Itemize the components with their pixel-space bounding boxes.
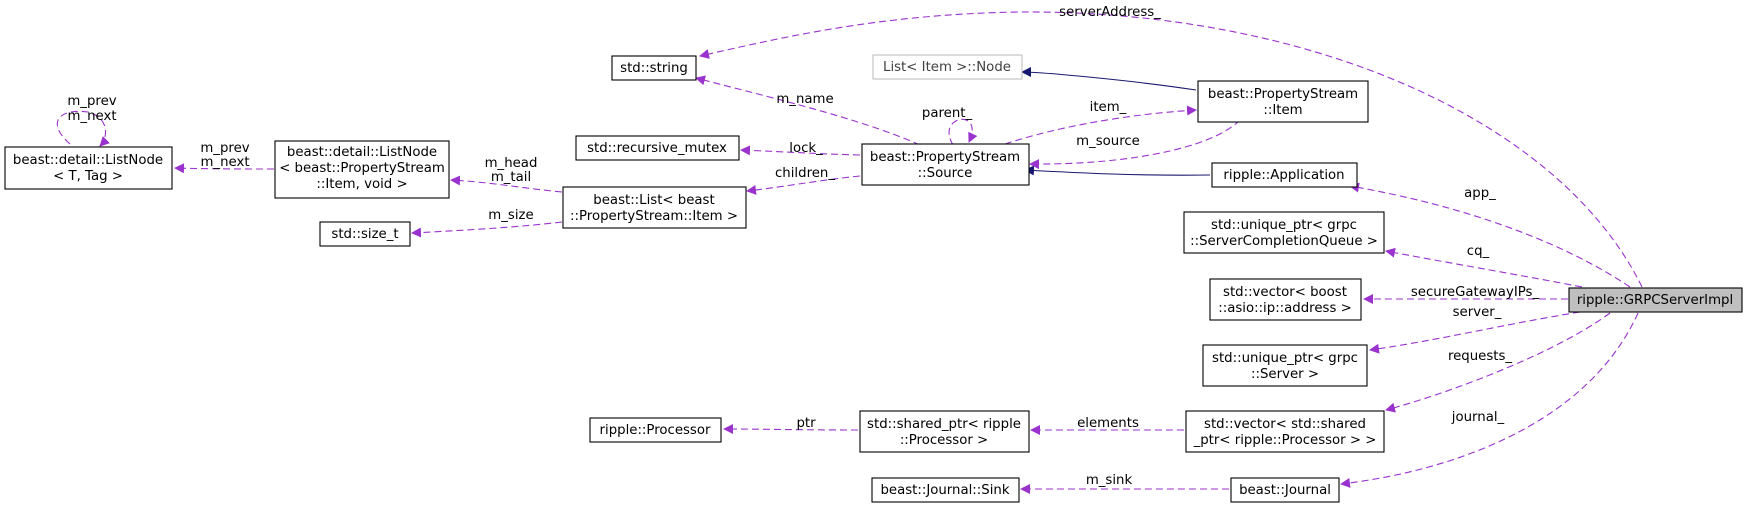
svg-text:std::unique_ptr< grpc: std::unique_ptr< grpc <box>1212 351 1358 366</box>
node-journal-sink[interactable]: beast::Journal::Sink <box>871 477 1020 503</box>
svg-text:std::recursive_mutex: std::recursive_mutex <box>587 141 727 156</box>
edge-label-elements: elements <box>1077 416 1139 431</box>
edge-label-m-size: m_size <box>488 208 533 223</box>
edge-m-size <box>411 221 563 238</box>
svg-text:beast::Journal::Sink: beast::Journal::Sink <box>880 483 1009 498</box>
edge-label-app: app_ <box>1464 186 1496 201</box>
node-property-stream-source[interactable]: beast::PropertyStream ::Source <box>861 143 1030 186</box>
edge-label-head: m_head <box>485 156 538 171</box>
svg-text:< T, Tag >: < T, Tag > <box>53 169 123 184</box>
edge-ps-item-inherits-list-node <box>1021 67 1197 91</box>
edge-app-inherits-source <box>1024 165 1211 176</box>
svg-text:std::shared_ptr< ripple: std::shared_ptr< ripple <box>867 417 1021 432</box>
edge-app <box>1349 182 1631 288</box>
svg-text:::Source: ::Source <box>918 166 973 181</box>
svg-text:std::string: std::string <box>620 61 688 76</box>
node-unique-ptr-server[interactable]: std::unique_ptr< grpc ::Server > <box>1202 344 1368 387</box>
svg-text:::Item: ::Item <box>1263 103 1302 118</box>
edge-label-next: m_next <box>200 155 249 170</box>
node-std-size-t[interactable]: std::size_t <box>319 221 411 247</box>
svg-text:std::size_t: std::size_t <box>331 227 398 242</box>
edge-label-requests: requests_ <box>1448 349 1512 364</box>
edge-m-source <box>1029 119 1241 170</box>
svg-text:beast::List< beast: beast::List< beast <box>593 193 714 208</box>
edge-label-listnode-self-2: m_next <box>67 109 116 124</box>
svg-text:::Processor >: ::Processor > <box>900 433 988 448</box>
edge-label-server-address: serverAddress_ <box>1059 5 1161 20</box>
node-vector-shared-ptr-processor[interactable]: std::vector< std::shared _ptr< ripple::P… <box>1185 410 1385 453</box>
svg-text:beast::Journal: beast::Journal <box>1239 483 1331 498</box>
edge-listnode-self <box>56 110 110 147</box>
svg-text:std::vector< boost: std::vector< boost <box>1223 285 1347 300</box>
edge-label-journal: journal_ <box>1451 410 1505 425</box>
edge-label-secure-gateway-ips: secureGatewayIPs_ <box>1411 285 1540 300</box>
edge-parent-self <box>948 118 978 146</box>
edge-label-children: children_ <box>775 166 835 181</box>
edge-label-m-name: m_name <box>776 92 833 107</box>
svg-text:std::unique_ptr< grpc: std::unique_ptr< grpc <box>1211 218 1357 233</box>
node-ripple-application[interactable]: ripple::Application <box>1211 162 1358 188</box>
svg-text:beast::detail::ListNode: beast::detail::ListNode <box>287 145 437 160</box>
edge-server-address <box>699 11 1643 288</box>
svg-text:ripple::Processor: ripple::Processor <box>600 423 711 438</box>
edge-label-lock: lock_ <box>789 141 823 156</box>
edge-label-cq: cq_ <box>1467 244 1490 259</box>
svg-text:beast::detail::ListNode: beast::detail::ListNode <box>13 153 163 168</box>
svg-text:ripple::Application: ripple::Application <box>1223 168 1344 183</box>
svg-text:beast::PropertyStream: beast::PropertyStream <box>870 150 1020 165</box>
edge-cq <box>1385 247 1583 288</box>
svg-text:_ptr< ripple::Processor > >: _ptr< ripple::Processor > > <box>1193 433 1377 448</box>
node-beast-list[interactable]: beast::List< beast ::PropertyStream::Ite… <box>562 186 747 229</box>
edge-server <box>1369 311 1581 354</box>
node-property-stream-item[interactable]: beast::PropertyStream ::Item <box>1197 80 1369 123</box>
svg-text:::PropertyStream::Item >: ::PropertyStream::Item > <box>570 209 738 224</box>
edge-label-item: item_ <box>1090 100 1127 115</box>
node-grpc-server-impl[interactable]: ripple::GRPCServerImpl <box>1568 287 1743 313</box>
svg-text:List< Item >::Node: List< Item >::Node <box>883 60 1011 75</box>
node-list-item-node: List< Item >::Node <box>872 54 1023 80</box>
node-ripple-processor[interactable]: ripple::Processor <box>589 417 722 443</box>
node-recursive-mutex[interactable]: std::recursive_mutex <box>575 135 740 161</box>
svg-text:ripple::GRPCServerImpl: ripple::GRPCServerImpl <box>1577 293 1733 308</box>
svg-text:::ServerCompletionQueue >: ::ServerCompletionQueue > <box>1190 234 1378 249</box>
node-vector-address[interactable]: std::vector< boost ::asio::ip::address > <box>1209 278 1362 321</box>
edge-label-prev: m_prev <box>200 141 249 156</box>
edge-head-tail <box>450 175 563 193</box>
svg-text:::asio::ip::address >: ::asio::ip::address > <box>1218 301 1352 316</box>
svg-text:< beast::PropertyStream: < beast::PropertyStream <box>279 161 445 176</box>
edge-label-ptr: ptr <box>796 416 816 431</box>
svg-text:std::vector< std::shared: std::vector< std::shared <box>1204 417 1366 432</box>
edge-ptr <box>723 424 859 435</box>
svg-text:::Item, void >: ::Item, void > <box>316 177 407 192</box>
edge-children <box>746 175 861 195</box>
node-beast-journal[interactable]: beast::Journal <box>1230 477 1340 503</box>
edge-label-server: server_ <box>1453 305 1502 320</box>
node-listnode-t-tag[interactable]: beast::detail::ListNode < T, Tag > <box>4 146 173 190</box>
node-shared-ptr-processor[interactable]: std::shared_ptr< ripple ::Processor > <box>859 410 1030 453</box>
node-unique-ptr-cq[interactable]: std::unique_ptr< grpc ::ServerCompletion… <box>1183 211 1385 254</box>
node-listnode-item-void[interactable]: beast::detail::ListNode < beast::Propert… <box>274 140 450 199</box>
svg-text:beast::PropertyStream: beast::PropertyStream <box>1208 87 1358 102</box>
edge-label-parent: parent_ <box>922 106 973 121</box>
edge-requests <box>1385 312 1611 413</box>
edge-label-tail: m_tail <box>491 170 531 185</box>
node-std-string[interactable]: std::string <box>611 55 697 81</box>
edge-label-listnode-self-1: m_prev <box>67 94 116 109</box>
edge-listnode-prev-next <box>174 163 275 174</box>
edge-m-name <box>695 75 921 146</box>
edge-label-m-sink: m_sink <box>1086 473 1133 488</box>
edge-label-m-source: m_source <box>1076 134 1140 149</box>
edge-lock <box>740 145 861 156</box>
edge-item <box>1004 105 1197 145</box>
edge-journal <box>1340 312 1639 488</box>
svg-text:::Server >: ::Server > <box>1251 367 1319 382</box>
